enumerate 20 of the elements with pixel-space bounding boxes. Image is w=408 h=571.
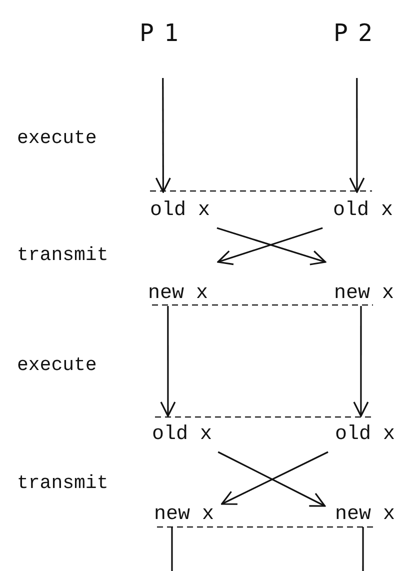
line (362, 527, 364, 571)
variable-label: old x (152, 424, 212, 446)
line (171, 527, 173, 571)
phase-label: execute (17, 127, 97, 149)
variable-label: new x (148, 283, 208, 305)
process-label: P1 (140, 22, 188, 44)
variable-label: new x (334, 504, 395, 526)
variable-label: new x (154, 504, 214, 526)
arrow (160, 306, 176, 417)
process-label: P2 (334, 22, 382, 44)
variable-label: old x (150, 200, 210, 222)
variable-label: old x (332, 200, 393, 222)
phase-label: transmit (17, 472, 108, 494)
phase-label: transmit (17, 244, 108, 266)
arrow (349, 78, 365, 193)
variable-label: new x (334, 283, 394, 305)
arrow (155, 78, 171, 193)
arrow (353, 306, 369, 417)
phase-label: execute (17, 354, 97, 376)
variable-label: old x (334, 424, 395, 446)
